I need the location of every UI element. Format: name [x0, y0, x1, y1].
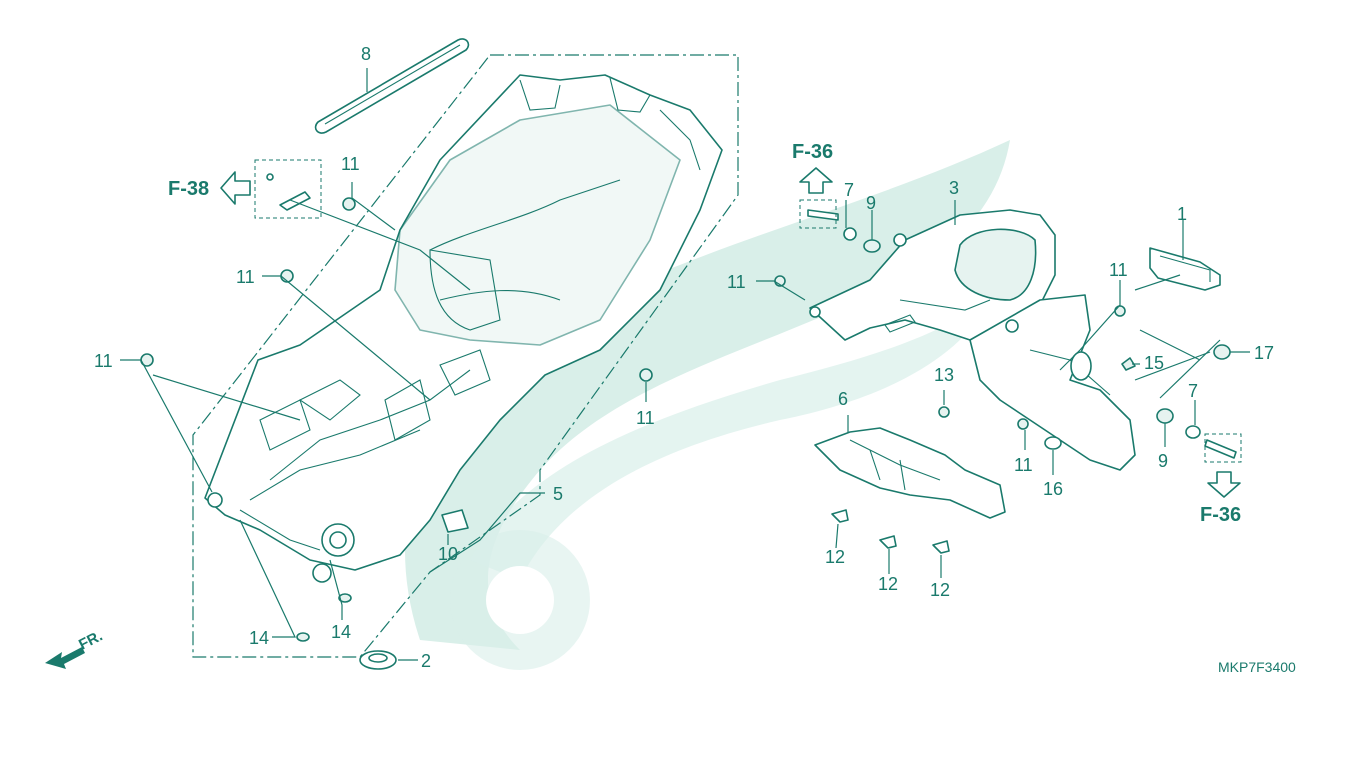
- rubber-9-top[interactable]: [863, 239, 881, 253]
- callout-13[interactable]: 13: [934, 365, 954, 385]
- callout-5[interactable]: 5: [553, 484, 563, 504]
- front-direction-arrow-icon: [45, 647, 85, 669]
- callout-3[interactable]: 3: [949, 178, 959, 198]
- callout-11-f[interactable]: 11: [1109, 260, 1128, 280]
- cushion-block[interactable]: [441, 509, 469, 533]
- callout-14-a[interactable]: 14: [249, 628, 269, 648]
- callout-7-b[interactable]: 7: [1188, 381, 1198, 401]
- callout-11-c[interactable]: 11: [94, 351, 113, 371]
- callout-9-b[interactable]: 9: [1158, 451, 1168, 471]
- ref-f36-top[interactable]: F-36: [792, 141, 833, 163]
- callout-8[interactable]: 8: [361, 44, 371, 64]
- f36-down-arrow-icon: [1207, 471, 1241, 498]
- clip-14-a[interactable]: [296, 632, 310, 642]
- callout-10[interactable]: 10: [438, 544, 458, 564]
- bolt-7-bottom[interactable]: [1204, 439, 1237, 459]
- watermark-logo: [405, 140, 1010, 670]
- f38-arrow-icon: [220, 171, 251, 205]
- license-bracket[interactable]: [969, 294, 1136, 471]
- callout-11-g[interactable]: 11: [1014, 455, 1033, 475]
- callout-12-c[interactable]: 12: [930, 580, 950, 600]
- screw-12-b[interactable]: [879, 535, 897, 549]
- screw-12-a[interactable]: [831, 509, 849, 523]
- washer-16[interactable]: [1044, 436, 1062, 450]
- callout-14-b[interactable]: 14: [331, 622, 351, 642]
- diagram-code: MKP7F3400: [1218, 659, 1296, 675]
- callout-9-a[interactable]: 9: [866, 193, 876, 213]
- callout-17[interactable]: 17: [1254, 343, 1274, 363]
- callout-12-b[interactable]: 12: [878, 574, 898, 594]
- bolt-11-b[interactable]: [280, 269, 294, 283]
- callout-16[interactable]: 16: [1043, 479, 1063, 499]
- leader-lines: [120, 68, 1250, 661]
- rear-fender-cover[interactable]: [809, 209, 1056, 341]
- screw-12-c[interactable]: [932, 540, 950, 554]
- callout-11-d[interactable]: 11: [636, 408, 655, 428]
- callout-7-a[interactable]: 7: [844, 180, 854, 200]
- nut-13[interactable]: [938, 406, 950, 418]
- seal-strip[interactable]: [314, 38, 470, 134]
- rubber-9-bottom[interactable]: [1156, 408, 1174, 424]
- collar-7-top[interactable]: [843, 227, 857, 241]
- bolt-11-f[interactable]: [1114, 305, 1126, 317]
- inner-rear-fender[interactable]: [204, 74, 723, 583]
- ref-f36-bottom[interactable]: F-36: [1200, 504, 1241, 526]
- callout-11-e[interactable]: 11: [727, 272, 746, 292]
- callout-1[interactable]: 1: [1177, 204, 1187, 224]
- reflector[interactable]: [1149, 247, 1221, 291]
- callout-2[interactable]: 2: [421, 651, 431, 671]
- bolt-7-top[interactable]: [807, 209, 839, 221]
- f36-bottom-detail-box: [1204, 433, 1242, 463]
- f36-top-detail-box: [799, 199, 837, 229]
- f36-up-arrow-icon: [799, 167, 833, 194]
- ref-f38[interactable]: F-38: [168, 178, 209, 200]
- washer-17[interactable]: [1213, 344, 1231, 360]
- callout-11-a[interactable]: 11: [341, 154, 360, 174]
- callout-12-a[interactable]: 12: [825, 547, 845, 567]
- connector-clip[interactable]: [266, 173, 311, 211]
- collar-7-bottom[interactable]: [1185, 425, 1201, 439]
- bolt-11-a[interactable]: [342, 197, 356, 211]
- callout-6[interactable]: 6: [838, 389, 848, 409]
- callout-11-b[interactable]: 11: [236, 267, 255, 287]
- bolt-11-d[interactable]: [639, 368, 653, 382]
- f38-detail-box: [254, 159, 322, 219]
- grommet[interactable]: [359, 650, 397, 670]
- callout-15[interactable]: 15: [1144, 353, 1164, 373]
- clip-15[interactable]: [1121, 357, 1136, 371]
- clip-14-b[interactable]: [338, 593, 352, 603]
- under-cover[interactable]: [814, 427, 1006, 519]
- bolt-11-g[interactable]: [1017, 418, 1029, 430]
